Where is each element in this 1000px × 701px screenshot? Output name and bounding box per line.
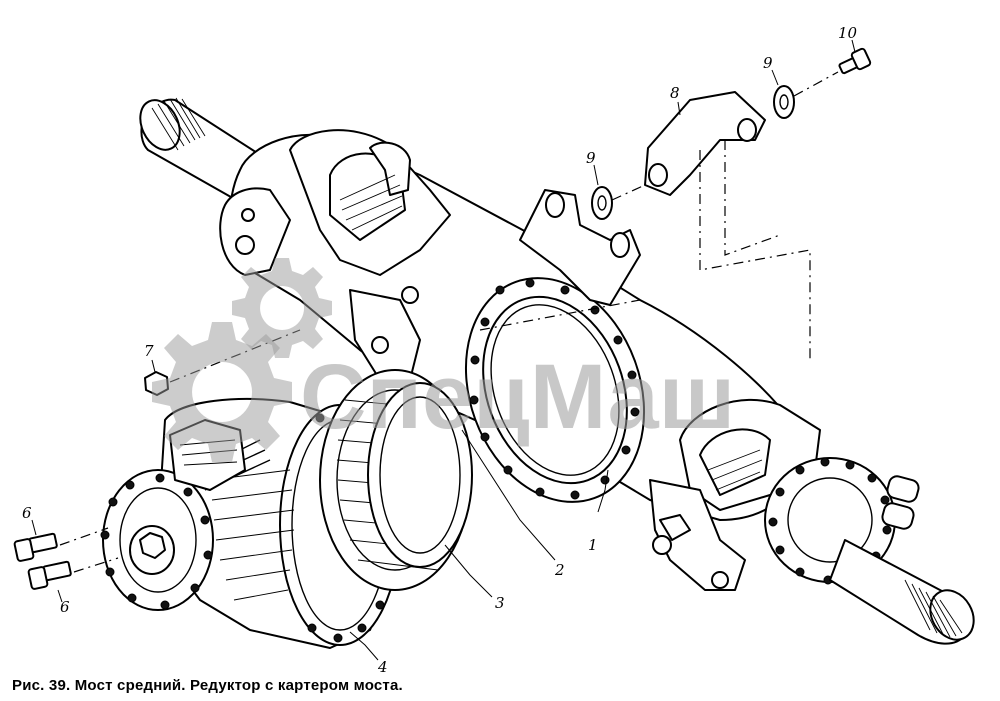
callout-2: 2 [554, 561, 565, 579]
callout-9-left: 9 [586, 149, 596, 167]
callout-4: 4 [377, 658, 388, 676]
bracket-8 [644, 91, 766, 196]
callout-9-right: 9 [763, 54, 773, 72]
upper-brackets [519, 189, 641, 306]
gasket-ring [367, 382, 473, 568]
washer-9-right [773, 85, 795, 119]
washer-9-left [591, 186, 613, 220]
banjo-ring-flange [464, 277, 646, 503]
washer-9-left-hole [597, 195, 607, 211]
figure-caption: Рис. 39. Мост средний. Редуктор с картер… [12, 677, 403, 694]
input-flange [100, 469, 214, 611]
callout-10: 10 [838, 24, 858, 42]
callout-leaders [31, 39, 856, 661]
callout-7: 7 [144, 342, 154, 360]
watermark: СпецМаш [152, 258, 735, 462]
bolt-6-upper [13, 532, 58, 562]
right-spring-seat [679, 398, 821, 511]
axle-housing [139, 97, 975, 645]
bolt-10 [838, 47, 872, 75]
callout-1: 1 [588, 536, 598, 554]
callout-6-upper: 6 [22, 504, 32, 522]
washer-9-right-hole [779, 94, 789, 110]
watermark-text: СпецМаш [300, 346, 735, 448]
right-half-shaft [829, 539, 975, 645]
callout-6-lower: 6 [60, 598, 70, 616]
flange-bolt-holes [469, 278, 640, 500]
bolt-6-lower [27, 560, 72, 590]
callout-3: 3 [495, 594, 505, 612]
callout-8: 8 [670, 84, 680, 102]
left-spring-seat [289, 129, 451, 276]
gear-logo [152, 258, 332, 462]
callout-labels: 1 2 3 4 6 6 7 8 9 9 10 [22, 24, 858, 676]
